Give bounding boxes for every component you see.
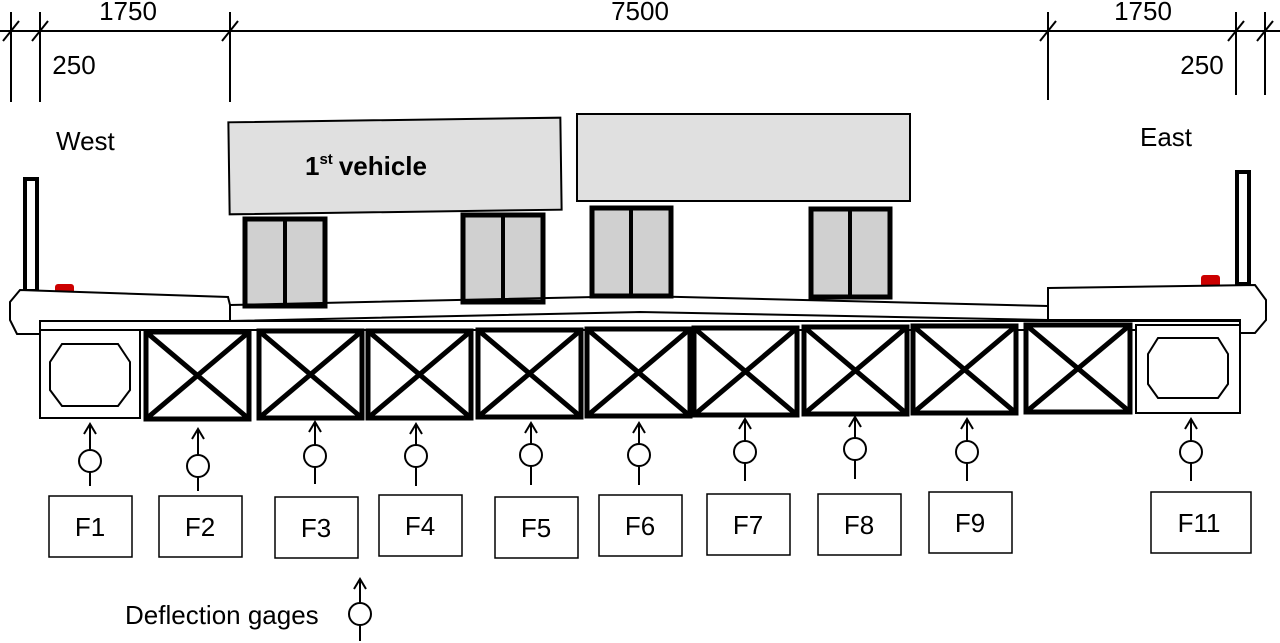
gage-label-F9: F9 <box>955 508 985 538</box>
gage-box-F11 <box>1150 491 1252 554</box>
gage-label-F5: F5 <box>521 513 551 543</box>
dimension-right-overhang: 1750 <box>1114 0 1172 26</box>
vehicle-1-body <box>227 116 563 216</box>
legend-gage-icon <box>348 577 372 641</box>
vehicle-2-body <box>576 113 911 202</box>
gage-box-F6 <box>598 494 683 557</box>
gage-label-F2: F2 <box>185 512 215 542</box>
dimension-lines <box>0 12 1280 102</box>
dimension-left-overhang: 1750 <box>99 0 157 26</box>
west-barrier-post <box>23 177 39 293</box>
gage-symbol-F4 <box>404 422 428 486</box>
gage-box-F4 <box>378 494 463 557</box>
gage-symbol-F3 <box>303 420 327 484</box>
solid-beam-3 <box>365 328 474 421</box>
wheel-1 <box>242 216 328 309</box>
solid-beam-9 <box>1023 322 1133 415</box>
west-label: West <box>56 126 116 156</box>
east-label: East <box>1140 122 1193 152</box>
gage-box-F5 <box>494 496 579 559</box>
wheel-2 <box>460 212 546 305</box>
gage-label-F11: F11 <box>1178 508 1221 538</box>
gage-label-F1: F1 <box>75 512 105 542</box>
gage-box-F3 <box>274 496 359 559</box>
gage-label-F7: F7 <box>733 510 763 540</box>
solid-beam-1 <box>143 329 252 422</box>
solid-beam-7 <box>801 324 910 417</box>
solid-beam-6 <box>691 325 800 418</box>
gage-label-boxes <box>48 491 1252 559</box>
box-beams <box>39 324 1241 419</box>
gage-box-F2 <box>158 495 243 558</box>
gage-symbol-F5 <box>519 421 543 485</box>
solid-beam-5 <box>584 326 693 419</box>
gage-symbol-F9 <box>955 417 979 481</box>
gage-symbol-F1 <box>78 422 102 486</box>
dimension-right-offset: 250 <box>1180 50 1223 80</box>
legend-label: Deflection gages <box>125 600 319 630</box>
gage-box-F7 <box>706 493 791 556</box>
gage-symbol-F6 <box>627 421 651 485</box>
gage-symbols <box>78 415 1203 491</box>
gage-label-F4: F4 <box>405 511 435 541</box>
dimension-center-span: 7500 <box>611 0 669 26</box>
gage-symbol-F11 <box>1179 417 1203 481</box>
vehicle-wheels <box>242 205 893 309</box>
wheel-4 <box>808 206 893 300</box>
dimension-left-offset: 250 <box>52 50 95 80</box>
gage-label-F6: F6 <box>625 511 655 541</box>
gage-box-F8 <box>817 493 902 556</box>
gage-box-F1 <box>48 495 133 558</box>
solid-beam-8 <box>910 323 1019 416</box>
deck <box>9 283 1267 335</box>
gage-label-F3: F3 <box>301 513 331 543</box>
gage-symbol-F8 <box>843 415 867 479</box>
gage-symbol-F2 <box>186 427 210 491</box>
east-barrier-post <box>1235 170 1251 286</box>
east-curb-marker <box>1201 275 1220 287</box>
solid-beam-4 <box>475 327 584 420</box>
gage-box-F9 <box>928 491 1013 554</box>
gage-label-F8: F8 <box>844 510 874 540</box>
wheel-3 <box>589 205 674 299</box>
solid-beams <box>143 322 1133 422</box>
gage-symbol-F7 <box>733 417 757 481</box>
solid-beam-2 <box>256 328 365 421</box>
